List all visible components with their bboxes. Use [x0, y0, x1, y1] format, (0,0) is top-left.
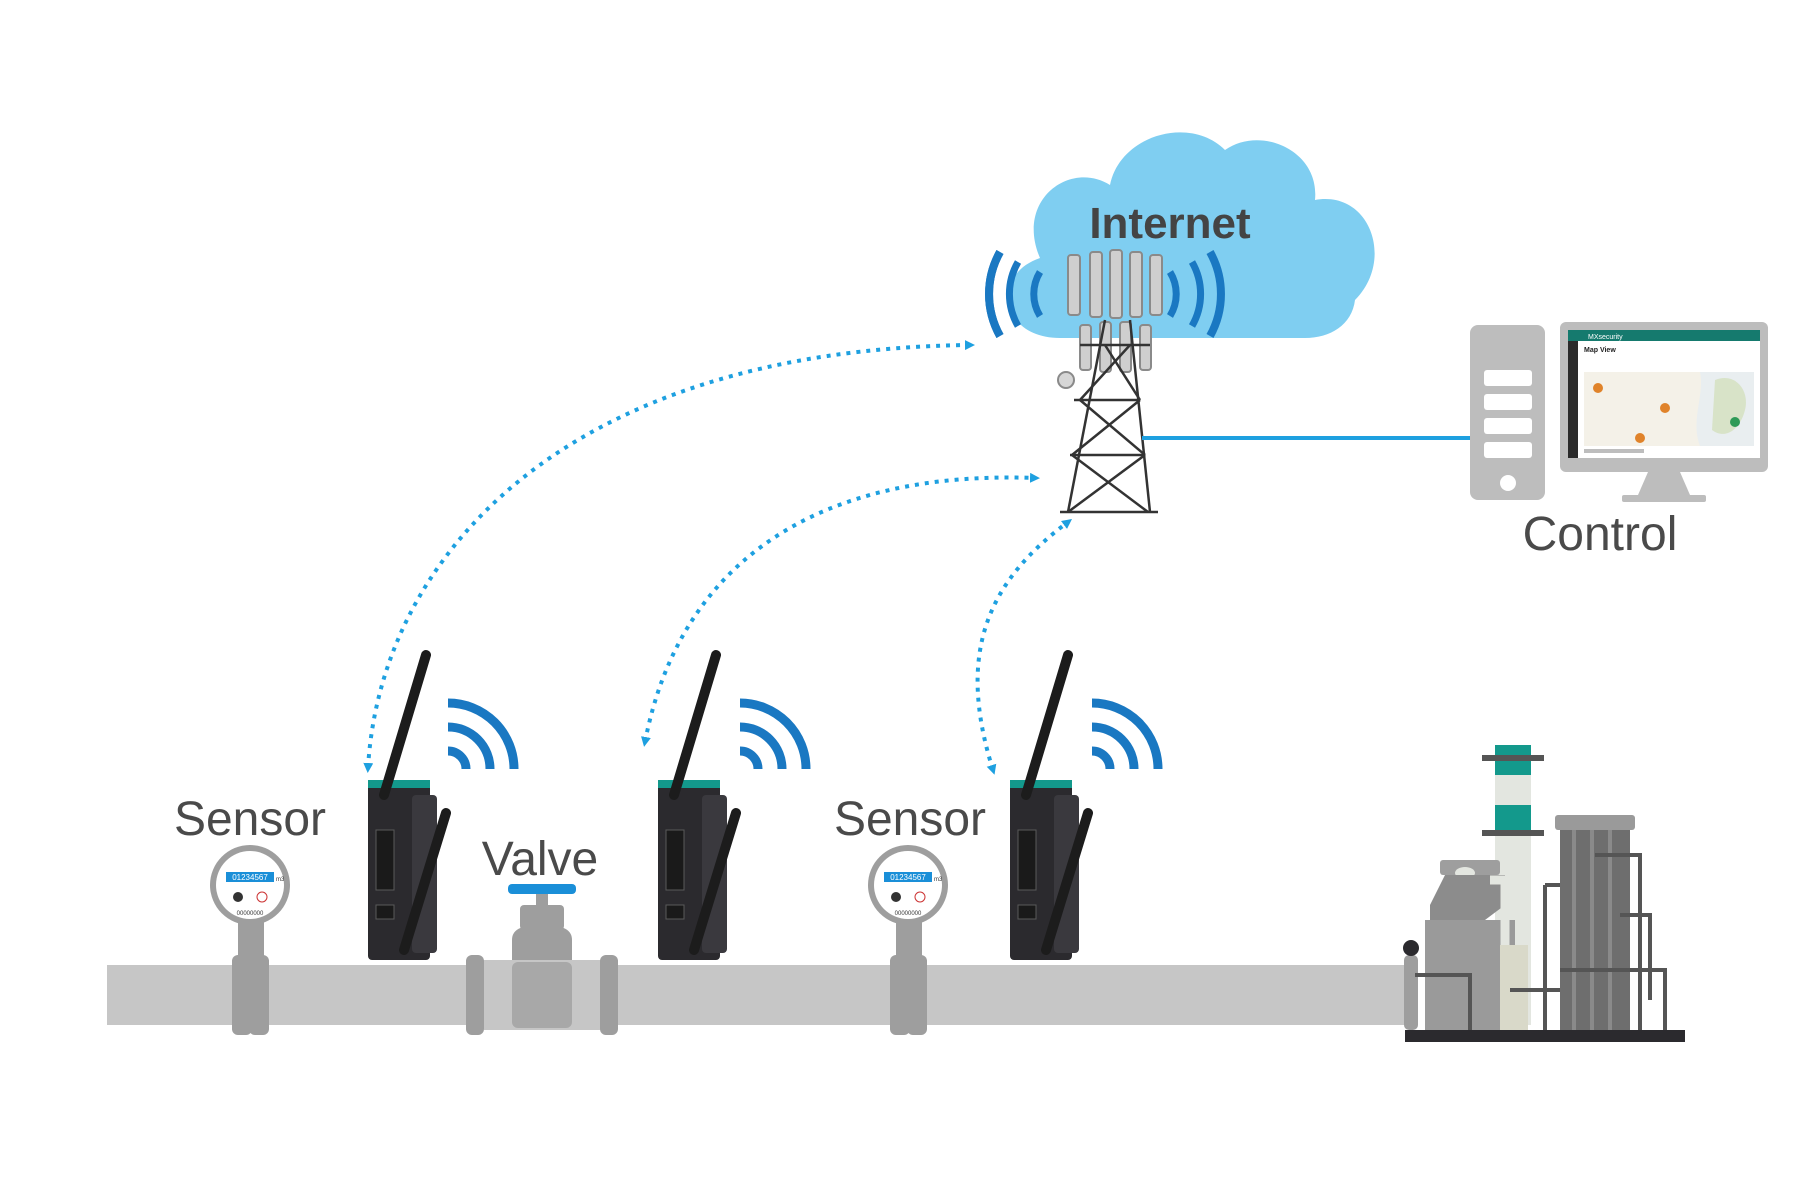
sensor-label-left: Sensor [174, 793, 326, 846]
wireless-link-2 [641, 472, 1040, 747]
wifi-signal-icon-1 [447, 698, 519, 770]
sensor-label-right: Sensor [834, 793, 986, 846]
wireless-link-3 [975, 519, 1073, 775]
gateway-device-icon-3 [1010, 650, 1093, 960]
wireless-links [363, 340, 1073, 775]
monitor-app-name: MXsecurity [1588, 334, 1623, 341]
internet-label: Internet [1089, 199, 1251, 248]
meter-right-unit: m3 [934, 877, 943, 883]
pipeline [107, 955, 1412, 1035]
meter-right-reading: 01234567 [890, 873, 926, 882]
meter-right-serial: 00000000 [895, 911, 922, 917]
gateway-device-icon-1 [368, 650, 451, 960]
valve-icon [484, 884, 600, 1030]
wifi-signal-icon-3 [1091, 698, 1163, 770]
water-meter-icon-left: 01234567 m3 00000000 [210, 845, 290, 965]
meter-left-reading: 01234567 [232, 873, 268, 882]
control-label: Control [1523, 508, 1678, 561]
wireless-link-1 [363, 340, 975, 773]
valve-label: Valve [482, 833, 599, 886]
monitor-page-title: Map View [1584, 347, 1616, 354]
tower-signal-right-icon [1166, 250, 1225, 338]
cell-tower-icon [985, 249, 1225, 514]
meter-left-unit: m3 [276, 877, 285, 883]
water-meter-icon-right: 01234567 m3 00000000 [868, 845, 948, 965]
computer-tower-icon [1470, 325, 1545, 500]
factory-icon [1403, 745, 1685, 1042]
wifi-signal-icon-2 [739, 698, 811, 770]
tower-signal-left-icon [985, 250, 1044, 338]
meter-left-serial: 00000000 [237, 911, 264, 917]
gateway-device-icon-2 [658, 650, 741, 960]
monitor-icon: MXsecurity Map View [1560, 322, 1768, 502]
